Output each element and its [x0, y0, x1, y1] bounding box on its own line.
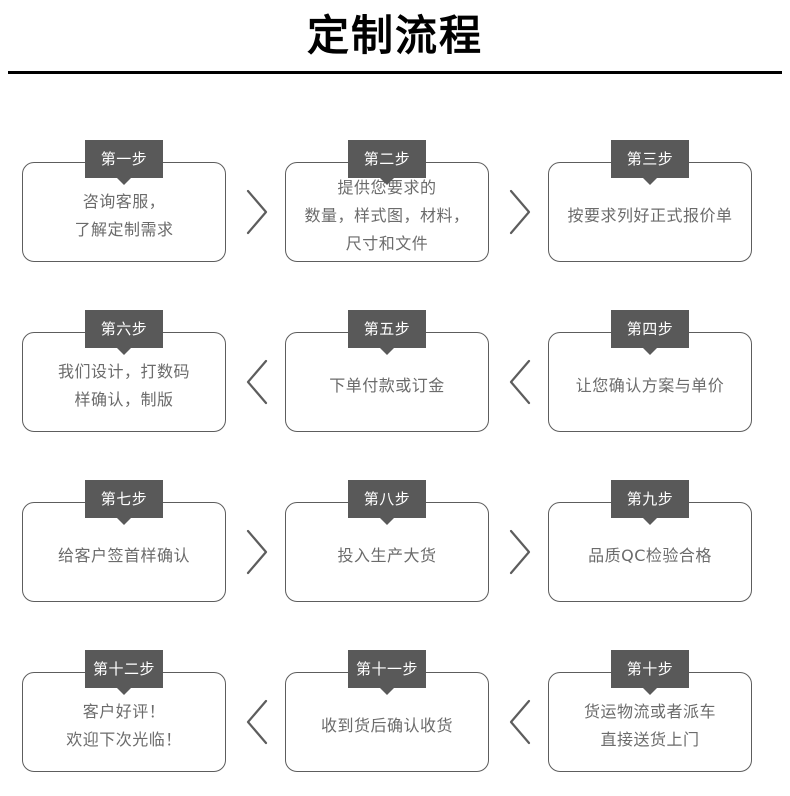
step-badge-9: 第九步 — [611, 480, 689, 518]
step-badge-5: 第五步 — [348, 310, 426, 348]
step-card-7-text: 给客户签首样确认 — [22, 502, 226, 602]
step-card-3[interactable]: 按要求列好正式报价单 第三步 — [548, 140, 752, 262]
step-text-line: 让您确认方案与单价 — [575, 376, 725, 395]
page-header: 定制流程 — [0, 0, 790, 76]
step-badge-3: 第三步 — [611, 140, 689, 178]
step-text-line: 数量，样式图，材料， — [304, 206, 470, 225]
step-card-9-text: 品质QC检验合格 — [548, 502, 752, 602]
step-badge-12: 第十二步 — [84, 650, 164, 688]
step-card-10-text: 货运物流或者派车 直接送货上门 — [548, 672, 752, 772]
step-badge-1: 第一步 — [85, 140, 163, 178]
flow-row-3: 给客户签首样确认 第七步 投入生产大货 第八步 品质QC检验合格 第九步 — [0, 476, 790, 674]
step-card-8[interactable]: 投入生产大货 第八步 — [285, 480, 489, 602]
chevron-left-icon — [503, 695, 537, 749]
chevron-right-icon — [240, 525, 274, 579]
step-card-12[interactable]: 客户好评！ 欢迎下次光临！ 第十二步 — [22, 650, 226, 772]
step-text-line: 给客户签首样确认 — [57, 546, 190, 565]
step-badge-11: 第十一步 — [347, 650, 427, 688]
step-text-line: 了解定制需求 — [74, 220, 174, 239]
step-text-line: 样确认，制版 — [74, 390, 174, 409]
step-card-9[interactable]: 品质QC检验合格 第九步 — [548, 480, 752, 602]
chevron-left-icon — [503, 355, 537, 409]
step-text-line: 下单付款或订金 — [329, 376, 445, 395]
chevron-right-icon — [503, 525, 537, 579]
step-badge-7: 第七步 — [85, 480, 163, 518]
step-card-6-text: 我们设计，打数码 样确认，制版 — [22, 332, 226, 432]
step-text-line: 直接送货上门 — [600, 730, 700, 749]
step-card-4[interactable]: 让您确认方案与单价 第四步 — [548, 310, 752, 432]
step-card-5[interactable]: 下单付款或订金 第五步 — [285, 310, 489, 432]
step-card-2[interactable]: 提供您要求的 数量，样式图，材料， 尺寸和文件 第二步 — [285, 140, 489, 262]
step-text-line: 货运物流或者派车 — [583, 702, 716, 721]
chevron-left-icon — [240, 695, 274, 749]
step-card-9-box — [548, 502, 752, 602]
step-card-1[interactable]: 咨询客服， 了解定制需求 第一步 — [22, 140, 226, 262]
step-text-line: 按要求列好正式报价单 — [567, 206, 733, 225]
step-card-1-text: 咨询客服， 了解定制需求 — [22, 162, 226, 262]
chevron-right-icon — [240, 185, 274, 239]
step-badge-10: 第十步 — [611, 650, 689, 688]
flow-row-4: 客户好评！ 欢迎下次光临！ 第十二步 收到货后确认收货 第十一步 货运物流或者派… — [0, 646, 790, 796]
step-card-11[interactable]: 收到货后确认收货 第十一步 — [285, 650, 489, 772]
step-card-3-text: 按要求列好正式报价单 — [548, 162, 752, 262]
step-card-7[interactable]: 给客户签首样确认 第七步 — [22, 480, 226, 602]
step-text-line: 品质QC检验合格 — [588, 546, 712, 565]
chevron-right-icon — [503, 185, 537, 239]
step-card-4-text: 让您确认方案与单价 — [548, 332, 752, 432]
step-card-10[interactable]: 货运物流或者派车 直接送货上门 第十步 — [548, 650, 752, 772]
step-badge-8: 第八步 — [348, 480, 426, 518]
page-title: 定制流程 — [306, 11, 483, 60]
step-card-8-text: 投入生产大货 — [285, 502, 489, 602]
step-card-2-text: 提供您要求的 数量，样式图，材料， 尺寸和文件 — [285, 162, 489, 262]
flow-row-1: 咨询客服， 了解定制需求 第一步 提供您要求的 数量，样式图，材料， 尺寸和文件… — [0, 136, 790, 334]
step-badge-6: 第六步 — [85, 310, 163, 348]
step-card-6[interactable]: 我们设计，打数码 样确认，制版 第六步 — [22, 310, 226, 432]
step-card-5-text: 下单付款或订金 — [285, 332, 489, 432]
step-text-line: 尺寸和文件 — [345, 234, 429, 253]
step-text-line: 收到货后确认收货 — [320, 716, 453, 735]
step-text-line: 客户好评！ — [82, 702, 166, 721]
step-text-line: 欢迎下次光临！ — [66, 730, 182, 749]
flow-row-2: 我们设计，打数码 样确认，制版 第六步 下单付款或订金 第五步 让您确认方案与单… — [0, 306, 790, 504]
process-flow-diagram: 咨询客服， 了解定制需求 第一步 提供您要求的 数量，样式图，材料， 尺寸和文件… — [0, 76, 790, 772]
step-card-11-text: 收到货后确认收货 — [285, 672, 489, 772]
step-text-line: 我们设计，打数码 — [57, 362, 190, 381]
step-badge-4: 第四步 — [611, 310, 689, 348]
step-badge-2: 第二步 — [348, 140, 426, 178]
step-card-12-text: 客户好评！ 欢迎下次光临！ — [22, 672, 226, 772]
title-divider — [8, 71, 782, 74]
chevron-left-icon — [240, 355, 274, 409]
step-text-line: 投入生产大货 — [337, 546, 437, 565]
step-text-line: 咨询客服， — [82, 192, 166, 211]
step-text-line: 提供您要求的 — [337, 178, 437, 197]
